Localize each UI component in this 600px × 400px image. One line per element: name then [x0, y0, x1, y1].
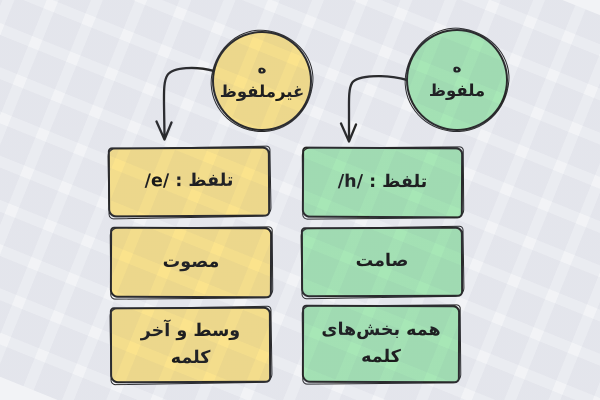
circle-letter-heh: ه — [452, 58, 462, 77]
box-right-pronunciation-label: تلفظ : /h/ — [337, 171, 428, 193]
box-right-position-label: همه بخش‌های کلمه — [321, 319, 441, 368]
left-arrow-line — [162, 66, 216, 138]
circle-letter-heh: ه — [257, 59, 267, 78]
box-left-vowel-type-label: مصوت — [162, 251, 220, 273]
box-right-consonant-type: صامت — [300, 226, 464, 298]
box-right-consonant-type-label: صامت — [355, 251, 409, 272]
box-right-pronunciation: تلفظ : /h/ — [301, 146, 464, 219]
box-right-position: همه بخش‌های کلمه — [301, 304, 461, 384]
box-left-position-label: وسط و آخر کلمه — [140, 320, 241, 369]
left-arrowhead-icon — [155, 120, 173, 141]
right-arrowhead-icon — [339, 122, 358, 143]
circle-label-unpronounced: غیرملفوظ — [219, 81, 305, 101]
box-left-position: وسط و آخر کلمه — [109, 306, 272, 384]
box-left-pronunciation-label: تلفظ : /e/ — [144, 171, 234, 192]
circle-label-pronounced: ملفوظ — [428, 80, 486, 100]
right-arrow-line — [347, 75, 409, 141]
node-circle-unpronounced: ه غیرملفوظ — [212, 31, 312, 131]
box-left-pronunciation: تلفظ : /e/ — [107, 146, 271, 218]
box-left-vowel-type: مصوت — [109, 226, 273, 299]
node-circle-pronounced: ه ملفوظ — [406, 29, 508, 131]
